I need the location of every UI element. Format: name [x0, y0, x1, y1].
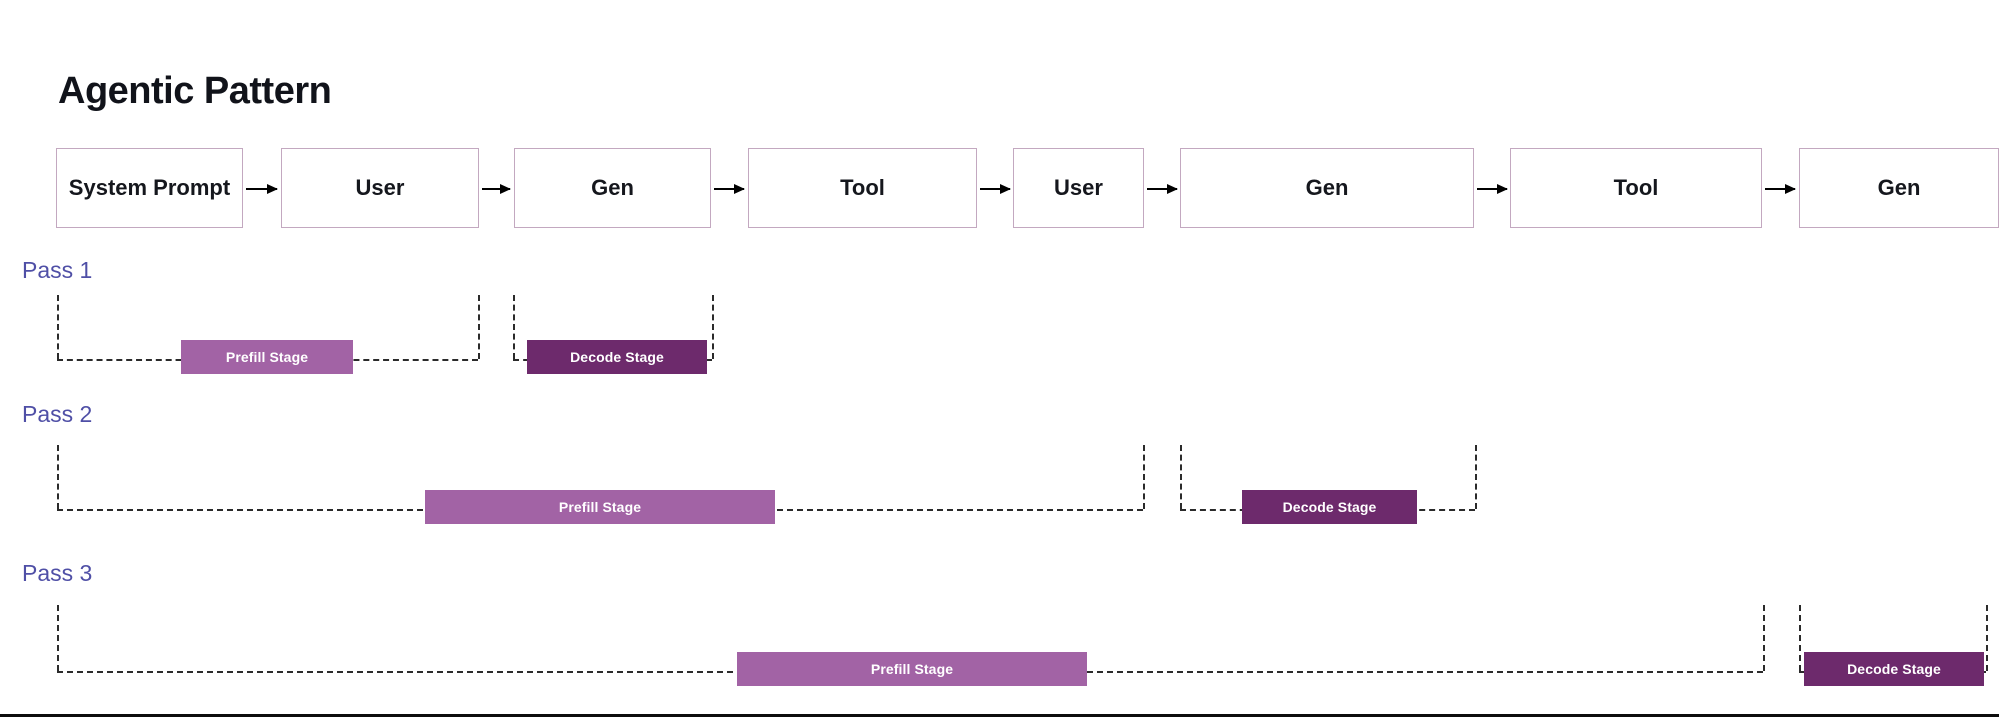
sequence-arrow-3: [980, 183, 1011, 194]
prefill-bracket-tick-left-pass-2: [57, 445, 59, 509]
prefill-bracket-tick-right-pass-1: [478, 295, 480, 359]
sequence-box-system-prompt-0[interactable]: System Prompt: [56, 148, 243, 228]
decode-bracket-tick-right-pass-3: [1986, 605, 1988, 671]
pass-label-2: Pass 2: [22, 401, 93, 427]
prefill-stage-bar-pass-1[interactable]: Prefill Stage: [181, 340, 353, 374]
sequence-box-gen-5[interactable]: Gen: [1180, 148, 1474, 228]
sequence-arrow-2: [714, 183, 745, 194]
sequence-arrow-5: [1477, 183, 1508, 194]
sequence-box-tool-3[interactable]: Tool: [748, 148, 977, 228]
sequence-box-user-4[interactable]: User: [1013, 148, 1144, 228]
prefill-bracket-tick-right-pass-3: [1763, 605, 1765, 671]
sequence-arrow-1: [482, 183, 511, 194]
sequence-box-tool-6[interactable]: Tool: [1510, 148, 1762, 228]
sequence-arrow-0: [246, 183, 278, 194]
sequence-arrow-6: [1765, 183, 1796, 194]
decode-stage-bar-pass-1[interactable]: Decode Stage: [527, 340, 707, 374]
page-title: Agentic Pattern: [58, 70, 332, 112]
decode-bracket-tick-left-pass-1: [513, 295, 515, 359]
pass-label-3: Pass 3: [22, 560, 93, 586]
prefill-stage-bar-pass-3[interactable]: Prefill Stage: [737, 652, 1087, 686]
decode-bracket-tick-right-pass-2: [1475, 445, 1477, 509]
decode-bracket-tick-left-pass-2: [1180, 445, 1182, 509]
prefill-stage-bar-pass-2[interactable]: Prefill Stage: [425, 490, 775, 524]
prefill-bracket-tick-left-pass-1: [57, 295, 59, 359]
sequence-box-gen-7[interactable]: Gen: [1799, 148, 1999, 228]
sequence-box-gen-2[interactable]: Gen: [514, 148, 711, 228]
decode-bracket-tick-right-pass-1: [712, 295, 714, 359]
bottom-divider: [0, 714, 1999, 717]
decode-stage-bar-pass-2[interactable]: Decode Stage: [1242, 490, 1417, 524]
sequence-arrow-4: [1147, 183, 1178, 194]
decode-bracket-tick-left-pass-3: [1799, 605, 1801, 671]
pass-label-1: Pass 1: [22, 257, 93, 283]
sequence-box-user-1[interactable]: User: [281, 148, 479, 228]
prefill-bracket-tick-right-pass-2: [1143, 445, 1145, 509]
decode-stage-bar-pass-3[interactable]: Decode Stage: [1804, 652, 1984, 686]
prefill-bracket-tick-left-pass-3: [57, 605, 59, 671]
